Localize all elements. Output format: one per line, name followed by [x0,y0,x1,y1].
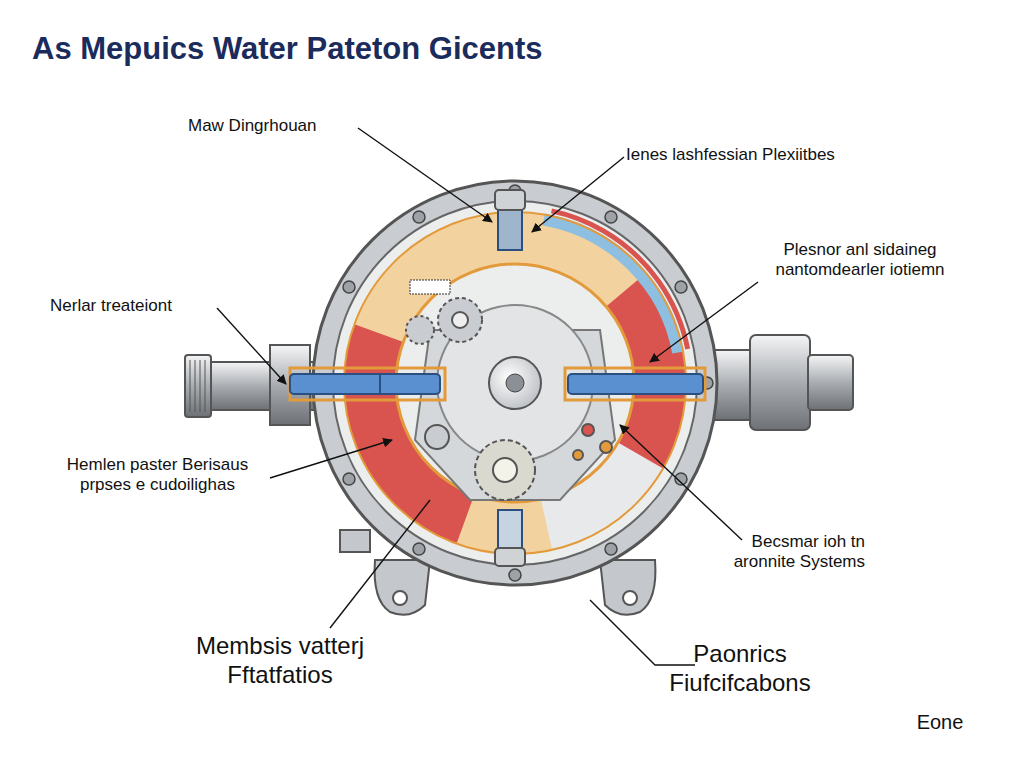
callout-label: Membsis vatterj Fftatfatios [170,632,390,690]
housing-bolts-part [413,543,425,555]
mounting-feet-part [375,560,430,615]
blue-channels-part [290,374,440,394]
blue-channels-part [568,374,703,394]
gears-part [475,440,535,500]
mounting-feet-part [393,591,407,605]
pump-housing-part [275,143,756,624]
leader-lines-part [650,282,758,362]
housing-bolts-part [675,281,687,293]
callout-label: Plesnor anl sidaineg nantomdearler iotie… [735,240,985,281]
callout-label: Hemlen paster Berisaus prpses e cudoilig… [40,455,275,496]
callout-label: Ienes lashfessian Plexiitbes [626,145,926,165]
gears-part [406,316,434,344]
pump-housing [275,143,756,624]
leader-lines-part [270,440,392,478]
leader-lines [217,128,758,665]
shaft-part [195,360,196,412]
callout-label: Becsmar ioh tn aronnite Systems [690,532,865,573]
gears-part [573,450,583,460]
diagram-title: As Mepuics Water Pateton Gicents [32,30,542,67]
leader-lines-part [358,128,492,222]
leader-lines-part [330,500,430,628]
gears-part [438,298,482,342]
leader-lines-part [620,425,742,540]
shaft-part [185,355,211,417]
housing-bolts-part [509,569,521,581]
callout-label: Eone [900,710,980,734]
shaft-part [200,360,201,412]
callout-label: Maw Dingrhouan [188,116,388,136]
leader-lines-part [590,600,695,665]
rotor-part [489,357,541,409]
leader-lines-part [217,308,286,384]
blue-channels-part [290,368,445,400]
rotor-part [506,374,524,392]
gears-part [582,424,594,436]
gears-part [452,312,468,328]
housing-bolts-part [413,211,425,223]
pump-housing-part [323,191,708,576]
blue-channels-part [379,374,381,394]
housing-bolts-part [343,281,355,293]
leader-lines-part [532,157,624,232]
callout-label: Nerlar treateiont [50,296,250,316]
shaft-part [205,360,206,412]
blue-channels-part [495,548,525,566]
mounting-feet-part [340,530,370,552]
gears-part [600,441,612,453]
gears-part [425,425,449,449]
housing-bolts-part [605,211,617,223]
housing-bolts-part [343,473,355,485]
gears-part [410,280,450,294]
blue-channels [290,190,705,566]
housing-bolts-part [605,543,617,555]
mounting-feet-part [623,591,637,605]
shaft-part [190,360,191,412]
callout-label: Paonrics Fiufcifcabons [630,640,850,698]
blue-channels-part [495,190,525,210]
shaft-part [750,335,810,430]
shaft-part [808,355,853,410]
blue-channels-part [565,368,705,400]
mounting-feet-part [600,560,655,615]
gears-part [493,458,517,482]
